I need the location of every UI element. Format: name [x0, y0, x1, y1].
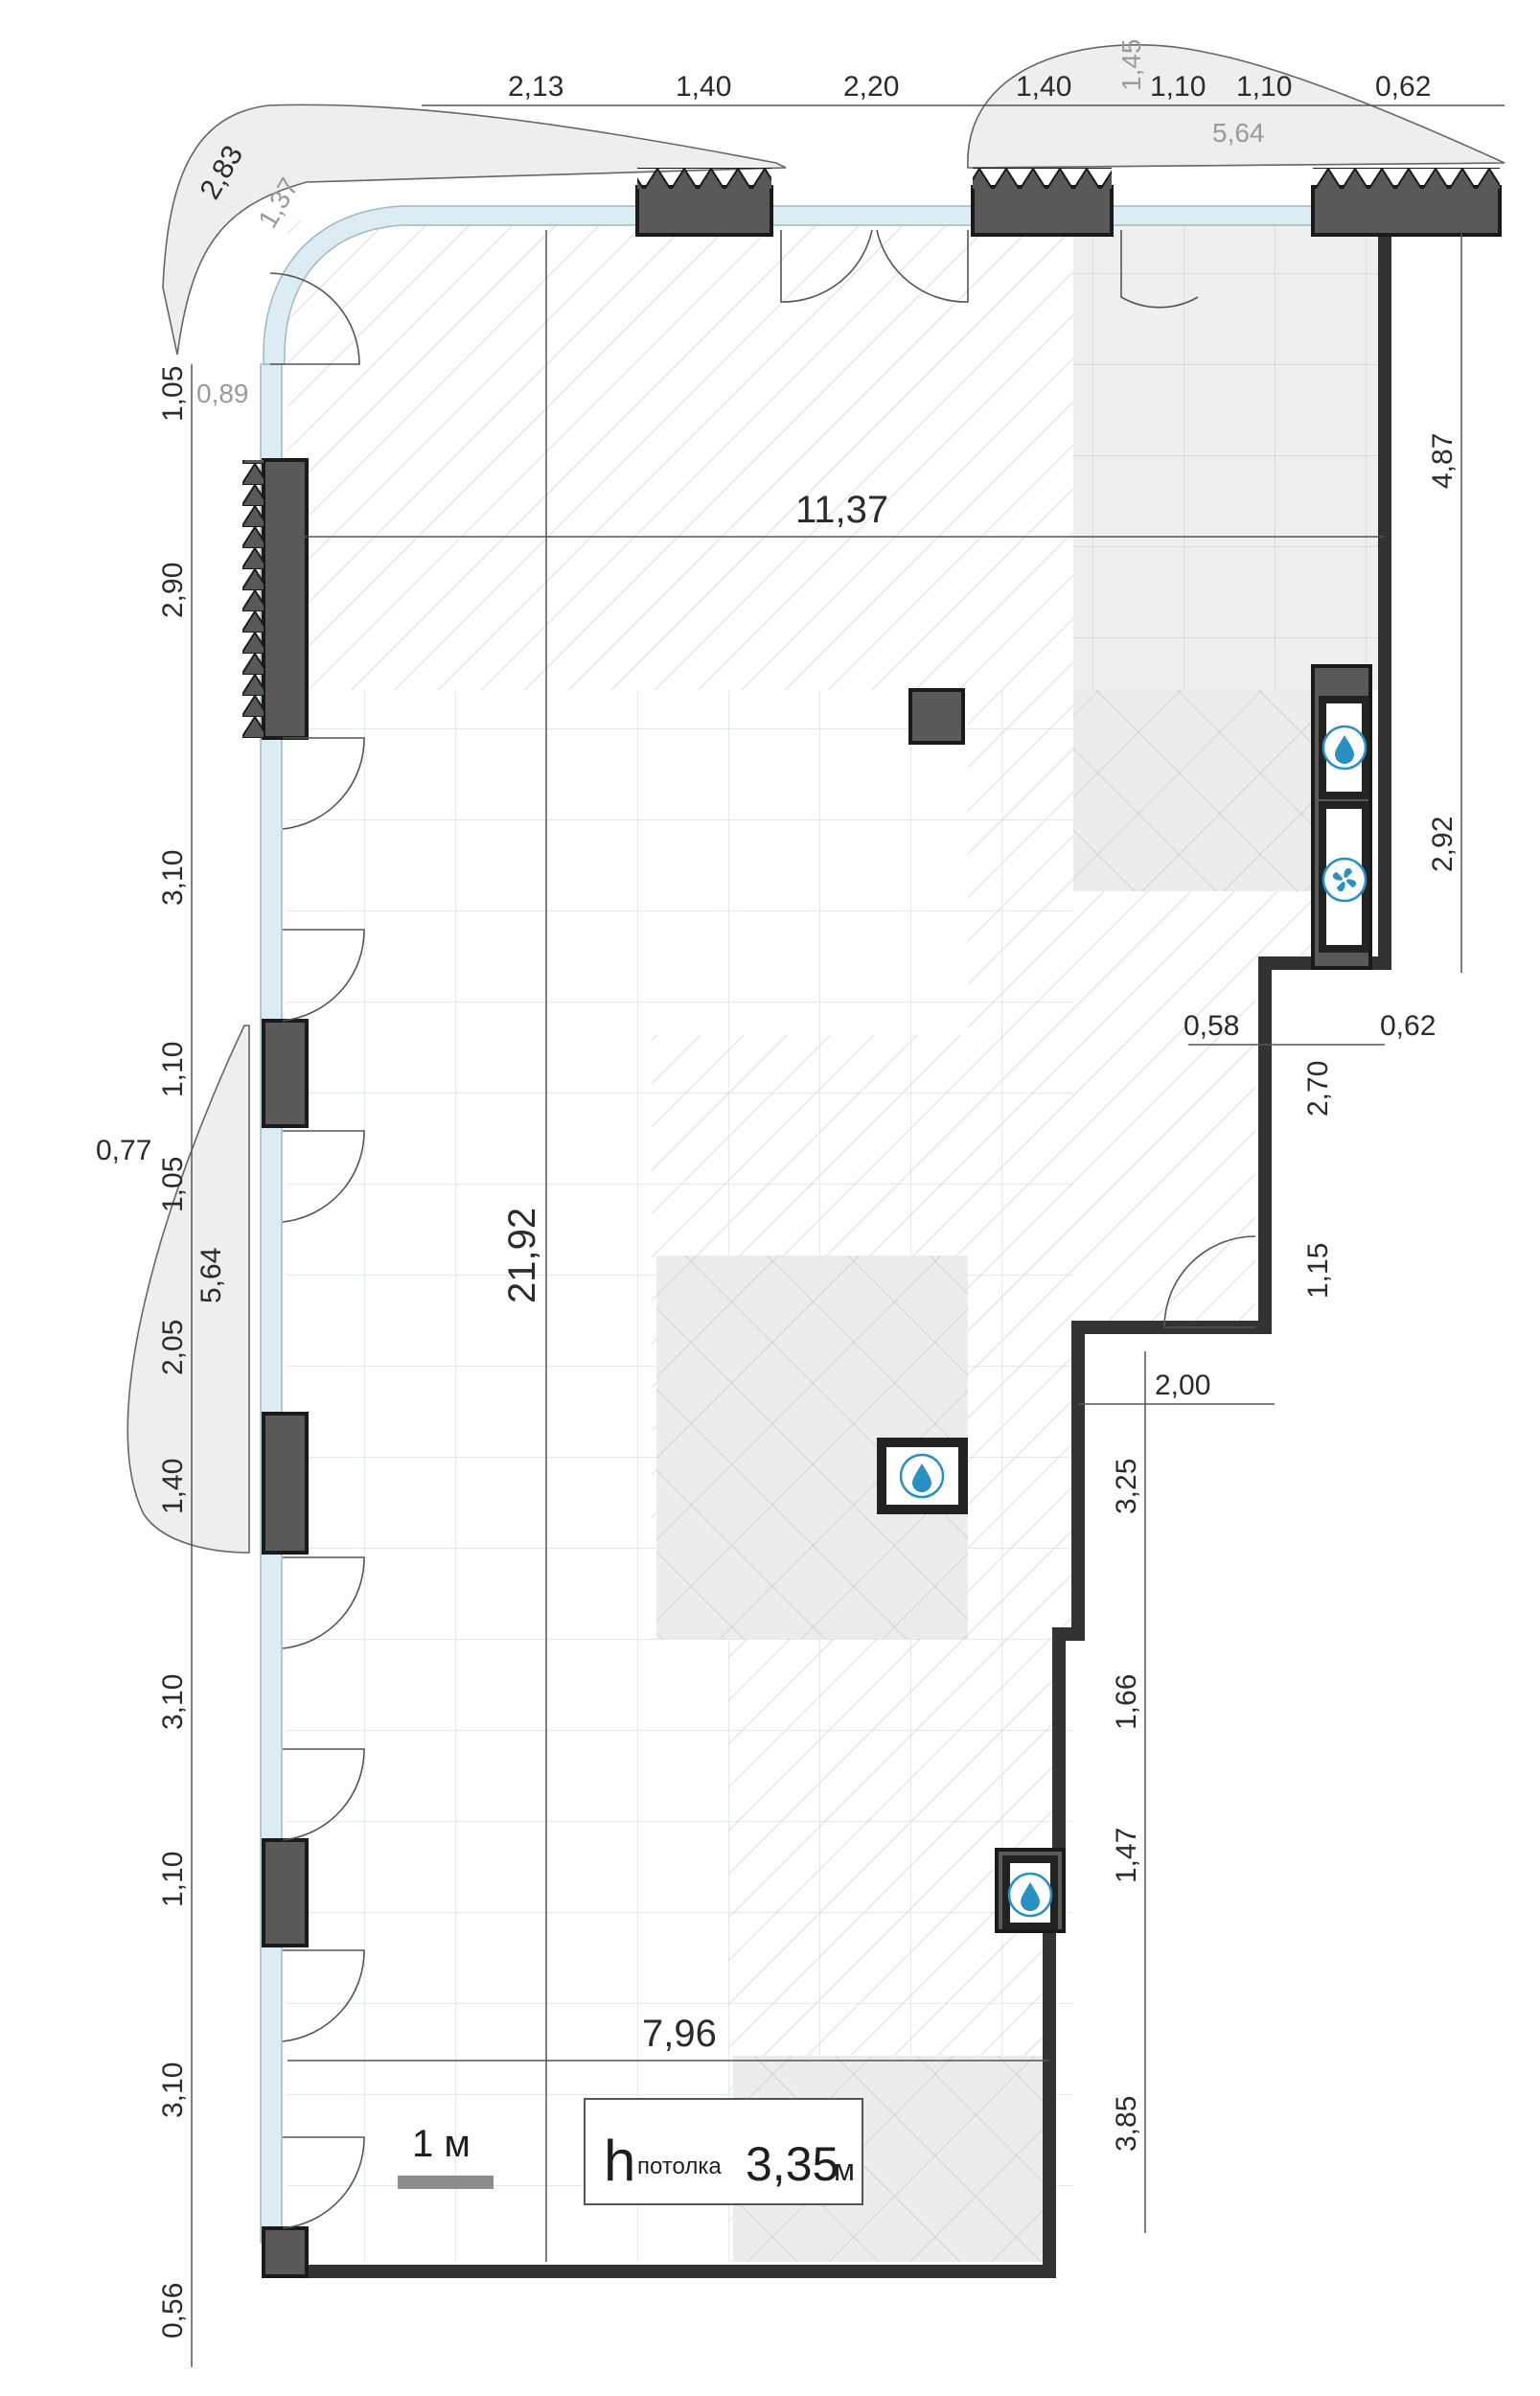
dim-left-9: 1,10: [157, 1852, 189, 1907]
ceiling-height-box: h потолка 3,35 м: [584, 2098, 863, 2205]
dim-left-4: 1,10: [157, 1042, 189, 1097]
floor-grid-top-right: [1073, 220, 1380, 690]
ceiling-label: потолка: [637, 2154, 722, 2179]
ceiling-value: 3,35: [746, 2137, 839, 2191]
water-drop-icon: [1322, 725, 1368, 771]
dim-right-2: 2,92: [1427, 817, 1459, 872]
wall-pier-top-2: [971, 185, 1114, 237]
wall-pier-top-1: [635, 185, 773, 237]
ceiling-h: h: [604, 2129, 635, 2193]
floor-tile-top: [1073, 690, 1313, 891]
dim-right-1: 4,87: [1427, 433, 1459, 489]
dim-left-10: 3,10: [157, 2062, 189, 2118]
water-drop-icon: [1007, 1872, 1053, 1918]
wall-pier-left-1: [262, 458, 309, 740]
door-swings: [269, 229, 1256, 2229]
top-dimensions: 2,13 1,40 2,20 1,40 1,45 1,10 1,10 0,62 …: [508, 39, 1431, 149]
dim-right-h-2: 0,62: [1380, 1010, 1436, 1042]
dim-right-h-3: 2,00: [1155, 1370, 1210, 1401]
dim-right-h-1: 0,58: [1184, 1010, 1239, 1042]
fan-icon: [1322, 857, 1368, 903]
floor-hatched-middle: [652, 690, 1313, 2262]
ceiling-unit: м: [834, 2153, 855, 2187]
dim-left-arc: 5,64: [195, 1248, 227, 1303]
wall-pier-left-2: [262, 1019, 309, 1128]
dim-top-2: 1,40: [676, 71, 731, 103]
dim-left-11: 0,56: [157, 2283, 189, 2338]
dim-left-2: 2,90: [157, 563, 189, 618]
balcony-top-right: [967, 44, 1506, 169]
dim-left-5: 1,05: [157, 1157, 189, 1212]
dim-top-4: 1,40: [1016, 71, 1071, 103]
dim-right-3: 2,70: [1302, 1061, 1334, 1117]
dim-left-6: 2,05: [157, 1320, 189, 1375]
dim-left-7: 1,40: [157, 1459, 189, 1514]
dim-corner-3: 0,89: [196, 379, 249, 408]
column: [908, 688, 965, 745]
wall-pier-left-4: [262, 1838, 309, 1947]
outer-wall: [262, 216, 1391, 2278]
dim-right-6: 1,66: [1111, 1674, 1142, 1730]
balcony-top-left: [162, 104, 787, 356]
wall-pier-top-3-zig: [1313, 168, 1500, 189]
dim-left-1: 1,05: [157, 366, 189, 422]
balcony-left: [126, 1025, 250, 1554]
scale-label: 1 м: [412, 2123, 471, 2165]
dim-main-height: 21,92: [501, 1208, 543, 1303]
water-drop-icon: [899, 1453, 945, 1499]
shaft-middle: [877, 1438, 968, 1514]
wall-pier-top-1-zig: [637, 168, 771, 189]
dim-top-6: 1,10: [1150, 71, 1206, 103]
wall-pier-left-1-zig: [242, 460, 264, 738]
wall-pier-top-2-zig: [973, 168, 1112, 189]
wall-pier-left-5: [262, 2226, 309, 2278]
dim-right-8: 3,85: [1111, 2096, 1142, 2152]
scale-bar: [398, 2176, 494, 2189]
dim-right-4: 1,15: [1302, 1243, 1334, 1299]
wall-pier-top-3: [1311, 185, 1502, 237]
dim-top-1: 2,13: [508, 71, 563, 103]
right-dimensions: 4,87 2,92 2,70 1,15 3,25 1,66 1,47 3,85 …: [1111, 433, 1459, 2152]
dim-top-3: 2,20: [843, 71, 899, 103]
dim-top-5: 1,45: [1116, 39, 1146, 92]
dim-left-3: 3,10: [157, 850, 189, 906]
dim-right-7: 1,47: [1111, 1828, 1142, 1883]
dim-top-8: 0,62: [1375, 71, 1431, 103]
dim-top-7: 1,10: [1236, 71, 1292, 103]
dimension-lines: [191, 104, 1505, 2367]
dim-right-5: 3,25: [1111, 1459, 1142, 1514]
dim-top-arc: 5,64: [1212, 118, 1265, 148]
dim-left-bay: 0,77: [96, 1135, 151, 1166]
left-dimensions: 1,05 2,90 3,10 1,10 1,05 2,05 1,40 3,10 …: [96, 366, 227, 2338]
dim-left-8: 3,10: [157, 1674, 189, 1730]
wall-pier-left-3: [262, 1412, 309, 1555]
dim-main-width: 11,37: [795, 489, 888, 531]
dim-bottom-width: 7,96: [642, 2013, 717, 2055]
